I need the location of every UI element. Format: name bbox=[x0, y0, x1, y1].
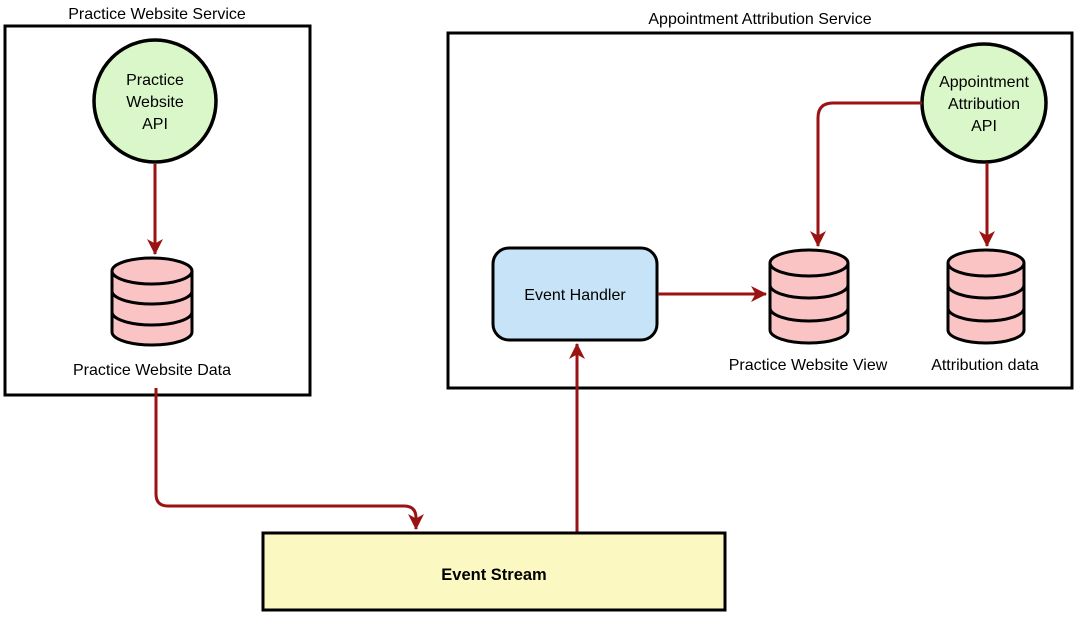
event-stream-box bbox=[261, 531, 727, 612]
event-handler-box bbox=[491, 246, 659, 342]
db-mid-arc-2 bbox=[946, 307, 1026, 323]
appointment-attribution-api-label-line3: API bbox=[971, 118, 997, 135]
practice-website-view-label: Practice Website View bbox=[729, 357, 888, 374]
db-top-arc bbox=[110, 270, 194, 286]
db-mid-arc-2 bbox=[768, 307, 850, 323]
practice-website-api-label-line2: Website bbox=[126, 94, 184, 111]
practice-website-api-circle bbox=[92, 38, 218, 164]
practice-website-data-label: Practice Website Data bbox=[73, 362, 231, 379]
arrow-attribution-api-to-view bbox=[810, 101, 922, 247]
db-mid-arc-1 bbox=[946, 284, 1026, 300]
db-mid-arc-1 bbox=[768, 284, 850, 300]
appointment-attribution-api-label-line2: Attribution bbox=[948, 96, 1020, 113]
practice-website-view-db bbox=[768, 248, 850, 345]
practice-website-api-label-line3: API bbox=[142, 116, 168, 133]
arrow-data-to-event-stream bbox=[154, 388, 424, 530]
appointment-attribution-api-label-line1: Appointment bbox=[939, 74, 1029, 91]
practice-website-data-db bbox=[110, 256, 194, 347]
db-top-arc bbox=[946, 262, 1026, 278]
attribution-data-db bbox=[946, 248, 1026, 345]
event-stream-label: Event Stream bbox=[441, 566, 546, 584]
attribution-data-label: Attribution data bbox=[931, 357, 1039, 374]
db-mid-arc-2 bbox=[110, 311, 194, 327]
practice-website-api-label-line1: Practice bbox=[126, 72, 184, 89]
right-service-title: Appointment Attribution Service bbox=[648, 11, 871, 28]
db-mid-arc-1 bbox=[110, 290, 194, 306]
event-handler-label: Event Handler bbox=[524, 287, 626, 304]
db-top-arc bbox=[768, 262, 850, 278]
left-service-title: Practice Website Service bbox=[68, 6, 246, 23]
